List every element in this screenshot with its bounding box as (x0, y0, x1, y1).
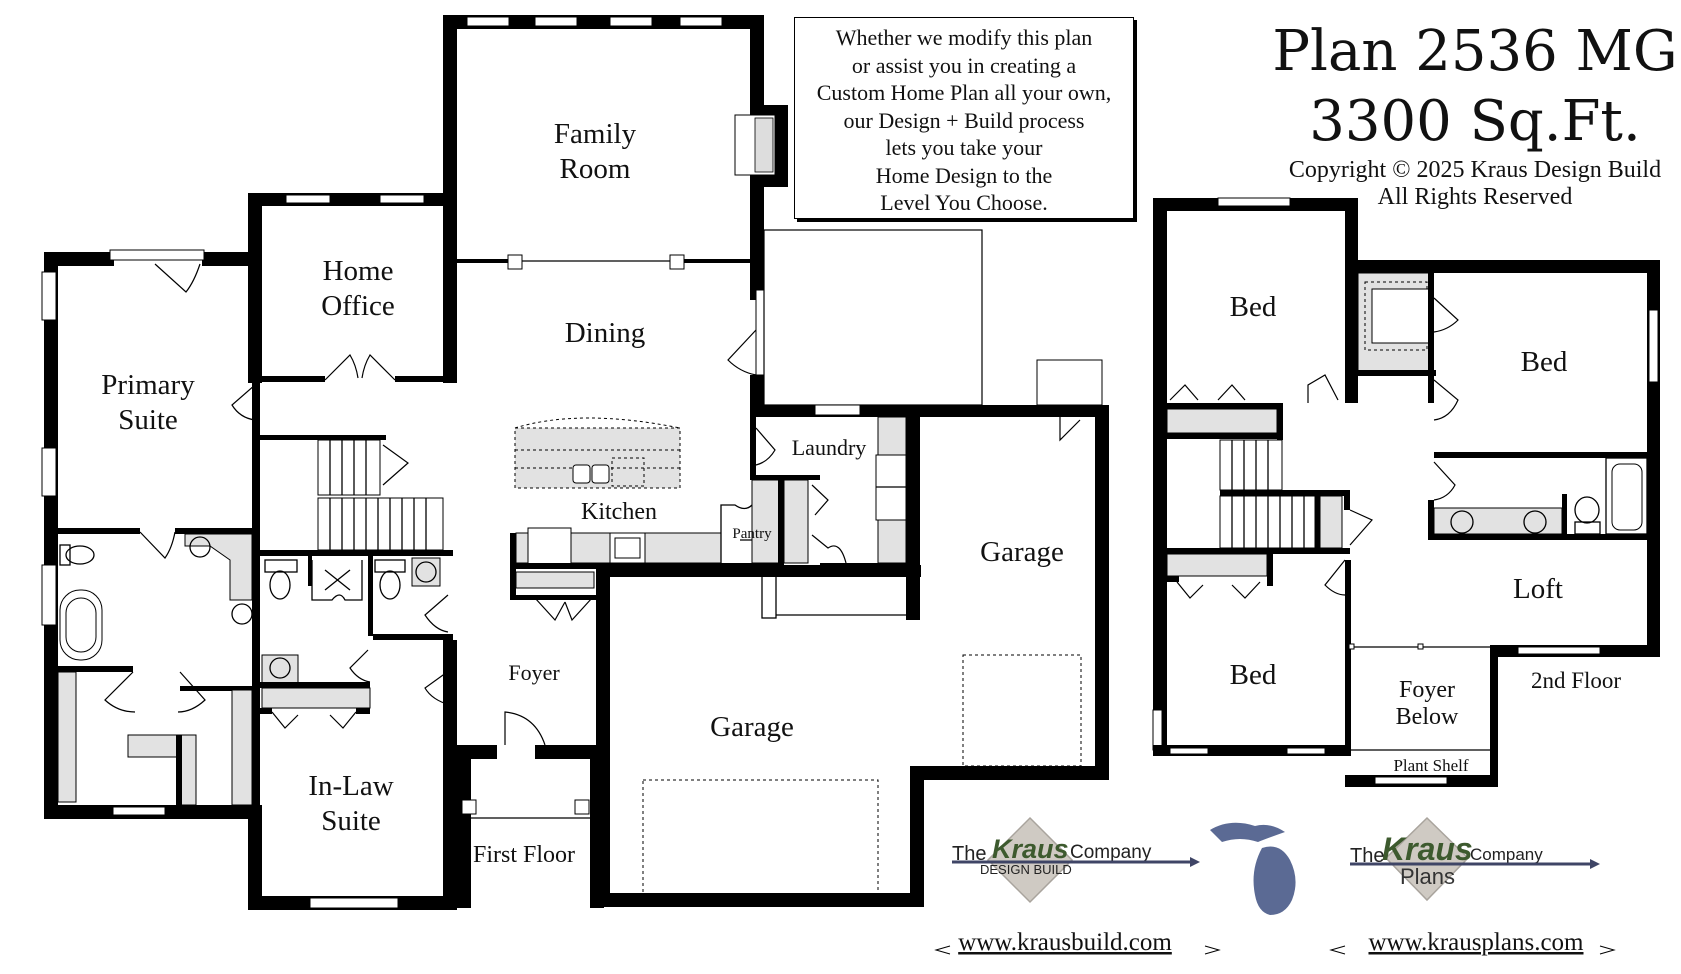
copyright-text: Copyright © 2025 Kraus Design Build (1289, 157, 1661, 183)
room-label-primary-2: Suite (118, 404, 178, 436)
room-label-foyer-below: Foyer (1399, 677, 1455, 703)
room-label-office-2: Office (321, 290, 395, 322)
svg-text:Kraus: Kraus (1382, 831, 1473, 867)
info-line: Level You Choose. (880, 190, 1048, 215)
svg-text:The: The (952, 843, 986, 865)
info-line: Home Design to the (875, 162, 1053, 188)
first-floor-stairs (317, 439, 444, 551)
svg-text:DESIGN BUILD: DESIGN BUILD (980, 862, 1072, 877)
krausbuild-arrows (934, 945, 1221, 955)
plan-title: Plan 2536 MG (1272, 19, 1677, 84)
kraus-plans-logo: The Kraus Company Plans (1350, 816, 1600, 902)
room-label-bed-3: Bed (1230, 659, 1277, 691)
room-label-dining: Dining (565, 317, 646, 349)
room-label-bed-2: Bed (1521, 346, 1568, 378)
kraus-design-build-logo: The Kraus Company DESIGN BUILD (952, 816, 1200, 904)
room-label-garage-side: Garage (980, 536, 1064, 568)
room-label-plant-shelf: Plant Shelf (1393, 756, 1468, 775)
room-label-office: Home (323, 255, 394, 287)
info-line: Whether we modify this plan (835, 25, 1093, 50)
svg-text:Company: Company (1470, 845, 1543, 864)
room-label-loft: Loft (1513, 573, 1563, 605)
svg-text:Kraus: Kraus (992, 834, 1069, 864)
krausplans-link[interactable]: www.krausplans.com (1368, 929, 1584, 956)
square-footage: 3300 Sq.Ft. (1309, 89, 1641, 154)
info-line: or assist you in creating a (851, 52, 1077, 78)
room-labels: Family Room Home Office Dining Primary S… (101, 118, 1621, 868)
info-line: Custom Home Plan all your own, (816, 80, 1112, 105)
room-label-kitchen: Kitchen (581, 499, 657, 525)
room-label-laundry: Laundry (792, 435, 867, 460)
room-label-inlaw: In-Law (308, 770, 393, 802)
room-label-primary: Primary (101, 369, 195, 401)
svg-text:Company: Company (1070, 842, 1152, 863)
first-floor-label: First Floor (473, 842, 575, 868)
room-label-inlaw-2: Suite (321, 805, 381, 837)
krausplans-arrows (1329, 945, 1616, 955)
info-line: our Design + Build process (843, 107, 1085, 133)
room-label-garage-main: Garage (710, 711, 794, 743)
second-floor-stairs (1219, 439, 1350, 549)
svg-text:The: The (1350, 845, 1384, 867)
room-label-bed-1: Bed (1230, 291, 1277, 323)
room-label-family: Family (554, 118, 637, 150)
info-box: Whether we modify this plan or assist yo… (794, 17, 1134, 219)
info-line: lets you take your (885, 135, 1043, 160)
room-label-pantry: Pantry (732, 526, 772, 542)
second-floor-plan (1152, 197, 1660, 787)
first-floor-plan (41, 15, 1109, 910)
second-floor-label: 2nd Floor (1531, 668, 1621, 693)
room-label-family-2: Room (560, 153, 631, 185)
svg-text:Plans: Plans (1400, 864, 1455, 889)
room-label-foyer: Foyer (508, 660, 560, 685)
rights-text: All Rights Reserved (1378, 184, 1573, 210)
michigan-map-icon (1210, 822, 1296, 915)
kitchen-island (514, 417, 681, 489)
krausbuild-link[interactable]: www.krausbuild.com (958, 929, 1172, 956)
room-label-foyer-below-2: Below (1396, 704, 1459, 730)
